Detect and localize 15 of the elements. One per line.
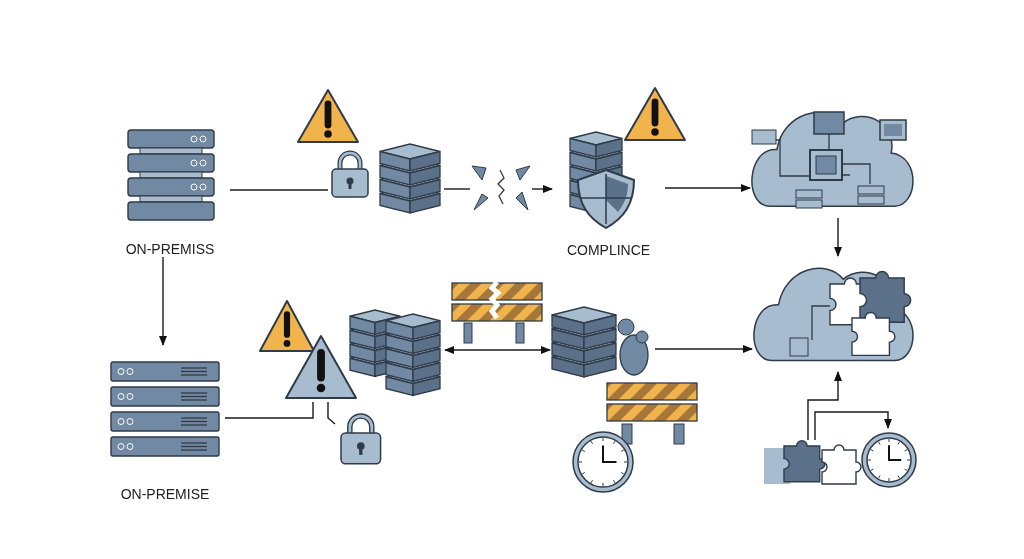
arrow bbox=[834, 217, 842, 257]
node-label: COMPLINCE bbox=[565, 242, 652, 258]
connector-line bbox=[229, 189, 329, 191]
connector-line bbox=[327, 401, 336, 425]
node-label: ON-PREMISS bbox=[124, 241, 216, 257]
arrow bbox=[159, 256, 167, 346]
arrow bbox=[664, 184, 751, 192]
arrow bbox=[444, 346, 551, 354]
connector-line bbox=[443, 188, 471, 190]
arrow bbox=[814, 411, 892, 441]
arrow bbox=[654, 345, 753, 353]
arrow bbox=[531, 185, 553, 193]
connector-line bbox=[224, 401, 314, 419]
arrow bbox=[807, 371, 842, 441]
node-label: ON-PREMISE bbox=[119, 486, 211, 502]
